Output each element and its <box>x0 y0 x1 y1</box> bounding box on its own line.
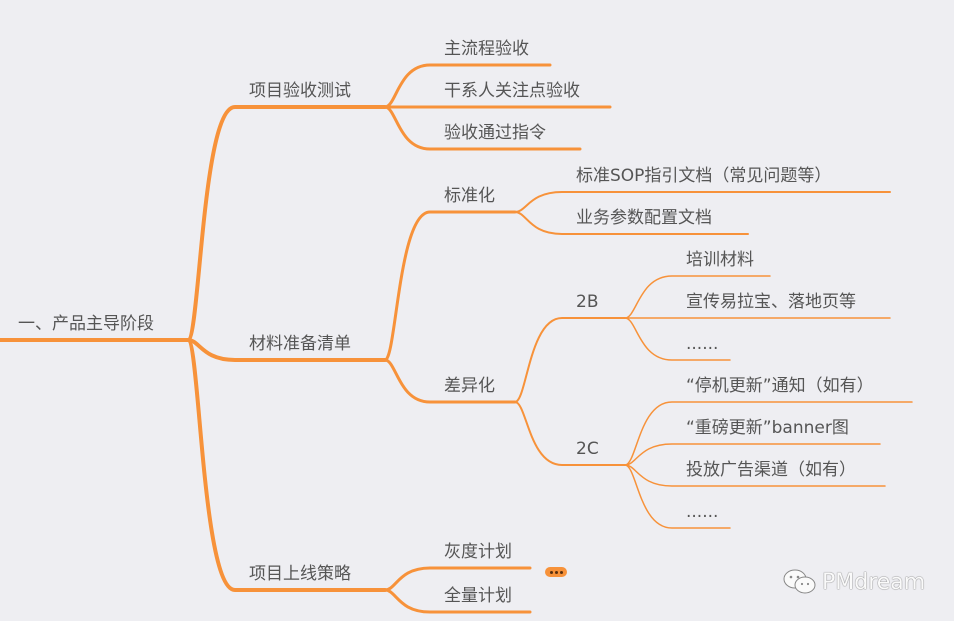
branch-line <box>383 63 552 109</box>
branch-node[interactable]: 项目上线策略 <box>249 564 351 584</box>
leaf-node[interactable]: 业务参数配置文档 <box>576 208 712 228</box>
wechat-icon <box>783 569 816 594</box>
branch-line <box>186 338 387 592</box>
branch-line <box>383 588 532 614</box>
leaf-node[interactable]: 标准SOP指引文档（常见问题等） <box>576 166 832 186</box>
branch-node[interactable]: 材料准备清单 <box>249 334 351 354</box>
leaf-node[interactable]: ...... <box>686 334 719 354</box>
branch-line <box>624 464 886 487</box>
leaf-node[interactable]: 验收通过指令 <box>444 123 546 143</box>
watermark-text: PMdream <box>822 569 926 595</box>
more-icon[interactable] <box>545 567 567 577</box>
branch-line <box>514 317 626 403</box>
watermark: PMdream <box>782 568 925 596</box>
branch-line <box>624 317 731 361</box>
branch-line <box>514 401 626 466</box>
leaf-node[interactable]: 宣传易拉宝、落地页等 <box>686 292 856 312</box>
leaf-node[interactable]: ...... <box>686 502 719 522</box>
leaf-node[interactable]: 灰度计划 <box>444 542 512 562</box>
subbranch-node[interactable]: 差异化 <box>444 376 495 396</box>
leaf-node[interactable]: 干系人关注点验收 <box>444 81 580 101</box>
branch-line <box>383 105 582 151</box>
branch-line <box>624 464 731 529</box>
branch-line <box>514 191 891 213</box>
leaf-node[interactable]: 全量计划 <box>444 586 512 606</box>
branch-line <box>514 211 749 235</box>
subbranch-node[interactable]: 2B <box>576 292 599 312</box>
branch-node[interactable]: 项目验收测试 <box>249 81 351 101</box>
subbranch-node[interactable]: 标准化 <box>444 186 495 206</box>
branch-line <box>186 338 387 362</box>
branch-line <box>383 358 517 404</box>
branch-line <box>624 275 771 319</box>
leaf-node[interactable]: 投放广告渠道（如有） <box>686 460 856 480</box>
branch-line <box>186 105 387 342</box>
leaf-node[interactable]: “重磅更新”banner图 <box>686 418 849 438</box>
subbranch-node[interactable]: 2C <box>576 439 599 459</box>
root-node[interactable]: 一、产品主导阶段 <box>18 314 154 334</box>
branch-line <box>383 210 517 362</box>
branch-line <box>624 443 881 466</box>
leaf-node[interactable]: “停机更新”通知（如有） <box>686 376 874 396</box>
leaf-node[interactable]: 培训材料 <box>686 250 754 270</box>
leaf-node[interactable]: 主流程验收 <box>444 39 529 59</box>
branch-line <box>624 401 913 466</box>
